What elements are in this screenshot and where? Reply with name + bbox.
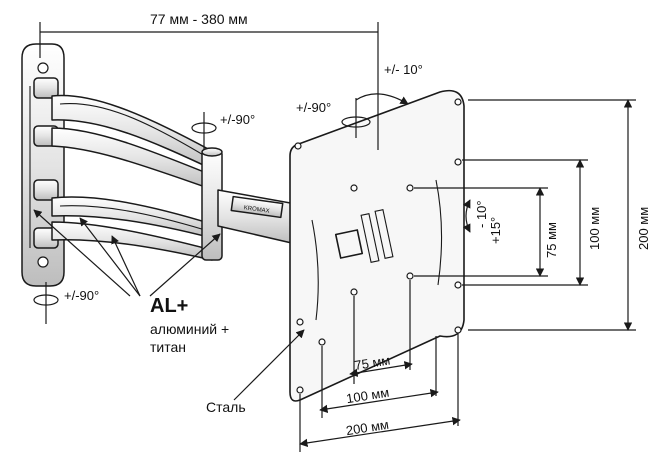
tilt-side-lower-label: +15° [488,217,503,244]
vesa-v-200-label: 200 мм [636,207,651,250]
forward-arm: KROMAX [217,189,297,245]
vesa-h-75-label: 75 мм [353,353,391,373]
tilt-rotation-indicator: +/- 10° [355,62,423,105]
lower-arm [51,196,213,261]
material-brand-label: AL+ [150,295,188,317]
tilt-label: +/- 10° [384,62,423,77]
plate-material-callout: Сталь [206,329,305,415]
vertical-dimensions: 200 мм 100 мм 75 мм [414,99,651,331]
bottom-swivel-indicator: +/-90° [33,282,99,324]
horizontal-dimensions: 75 мм 100 мм 200 мм [299,280,461,452]
material-arm-line1: алюминий + [150,321,229,337]
material-arm-line2: титан [150,339,186,355]
swivel-plate-label: +/-90° [296,100,331,115]
extension-dimension: 77 мм - 380 мм [39,11,379,150]
swivel-top-label: +/-90° [220,112,255,127]
plate-swivel-indicator: +/-90° [296,98,371,138]
vesa-v-100-label: 100 мм [587,207,602,250]
top-swivel-indicator: +/-90° [191,112,255,150]
vesa-v-75-label: 75 мм [544,222,559,258]
vesa-plate [289,89,465,402]
tilt-side-upper-label: - 10° [474,200,489,228]
vesa-h-100-label: 100 мм [345,385,390,407]
arm-sticker: KROMAX [243,205,270,215]
upper-arm [51,94,215,191]
side-tilt-indicator: - 10° +15° [462,199,503,244]
swivel-bottom-label: +/-90° [64,288,99,303]
vesa-h-200-label: 200 мм [345,417,390,439]
material-plate-label: Сталь [206,399,246,415]
arm-material-callout: AL+ алюминий + титан [33,209,229,355]
extension-range-label: 77 мм - 380 мм [150,11,248,27]
center-hinge [201,147,223,261]
